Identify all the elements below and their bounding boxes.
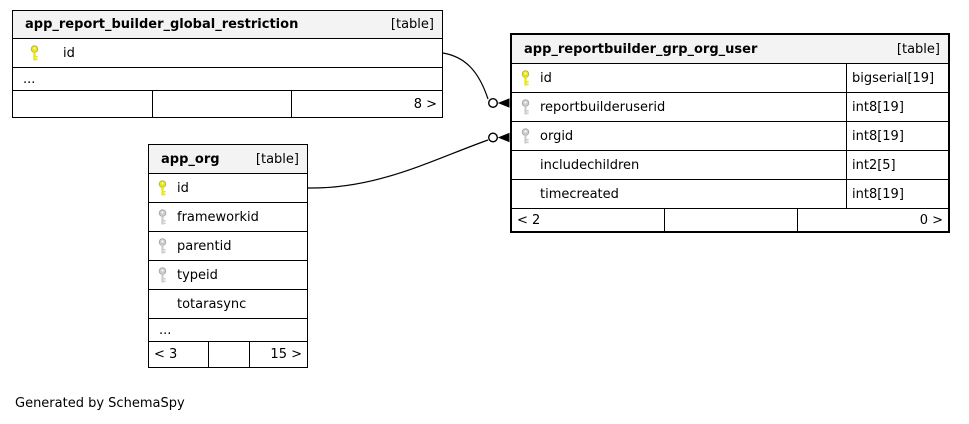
foreign-key-icon	[518, 128, 533, 144]
column-row-totarasync: totarasync	[149, 290, 307, 319]
table-name: app_org	[161, 151, 220, 167]
hidden-columns-ellipsis: ...	[13, 68, 442, 91]
parent-count: < 2	[517, 212, 541, 228]
column-row-orgid: orgid int8[19]	[512, 122, 948, 151]
table-node-app-report-builder-global-restriction[interactable]: app_report_builder_global_restriction [t…	[12, 10, 443, 118]
foreign-key-icon	[155, 238, 170, 254]
column-name: includechildren	[540, 157, 640, 173]
column-row-id: id	[149, 174, 307, 203]
primary-key-icon	[518, 70, 533, 86]
column-row-id: id bigserial[19]	[512, 64, 948, 93]
column-row-includechildren: includechildren int2[5]	[512, 151, 948, 180]
table-tag: [table]	[390, 17, 434, 32]
column-type: int2[5]	[846, 151, 948, 179]
column-name: timecreated	[540, 186, 619, 202]
table-header[interactable]: app_report_builder_global_restriction [t…	[13, 11, 442, 39]
table-footer: < 2 0 >	[512, 209, 948, 231]
primary-key-icon	[27, 45, 42, 61]
child-count: 0 >	[797, 209, 948, 231]
table-tag: [table]	[255, 151, 299, 167]
column-row-parentid: parentid	[149, 232, 307, 261]
table-node-app-reportbuilder-grp-org-user[interactable]: app_reportbuilder_grp_org_user [table] i…	[510, 33, 950, 233]
column-type: int8[19]	[846, 93, 948, 121]
column-name: parentid	[177, 238, 232, 254]
table-header[interactable]: app_reportbuilder_grp_org_user [table]	[512, 35, 948, 64]
foreign-key-icon	[155, 209, 170, 225]
table-name: app_reportbuilder_grp_org_user	[524, 41, 758, 57]
column-name: id	[540, 70, 552, 86]
column-name: totarasync	[177, 296, 247, 312]
child-count: 15 >	[249, 342, 307, 367]
column-name: frameworkid	[177, 209, 259, 225]
relation-circle-endpoint	[488, 132, 499, 143]
child-count: 8 >	[291, 91, 442, 117]
table-name: app_report_builder_global_restriction	[25, 17, 299, 32]
table-footer: 8 >	[13, 91, 442, 117]
footer-spacer	[152, 91, 291, 117]
relation-arrowhead	[497, 132, 510, 143]
relation-circle-endpoint	[488, 97, 499, 108]
table-header[interactable]: app_org [table]	[149, 145, 307, 174]
column-type: bigserial[19]	[846, 64, 948, 92]
relation-arrowhead	[497, 98, 510, 108]
column-name: typeid	[177, 267, 218, 283]
column-row-timecreated: timecreated int8[19]	[512, 180, 948, 209]
column-row-typeid: typeid	[149, 261, 307, 290]
foreign-key-icon	[518, 99, 533, 115]
column-row-frameworkid: frameworkid	[149, 203, 307, 232]
column-row-id: id	[13, 39, 442, 68]
column-row-reportbuilderuserid: reportbuilderuserid int8[19]	[512, 93, 948, 122]
column-type: int8[19]	[846, 180, 948, 208]
primary-key-icon	[155, 180, 170, 196]
generator-note: Generated by SchemaSpy	[15, 396, 185, 411]
table-footer: < 3 15 >	[149, 342, 307, 367]
column-name: orgid	[540, 128, 574, 144]
relation-edge-app-org	[307, 139, 489, 189]
parent-count	[13, 91, 152, 117]
column-type: int8[19]	[846, 122, 948, 150]
table-node-app-org[interactable]: app_org [table] id frameworkid parentid …	[148, 144, 308, 368]
foreign-key-icon	[155, 267, 170, 283]
table-tag: [table]	[896, 41, 940, 57]
footer-spacer	[664, 209, 797, 231]
relation-edge-global-restriction	[442, 52, 489, 100]
column-name: reportbuilderuserid	[540, 99, 666, 115]
column-name: id	[63, 45, 75, 61]
footer-spacer	[208, 342, 249, 367]
column-name: id	[177, 180, 189, 196]
hidden-columns-ellipsis: ...	[149, 319, 307, 342]
parent-count: < 3	[154, 347, 178, 362]
